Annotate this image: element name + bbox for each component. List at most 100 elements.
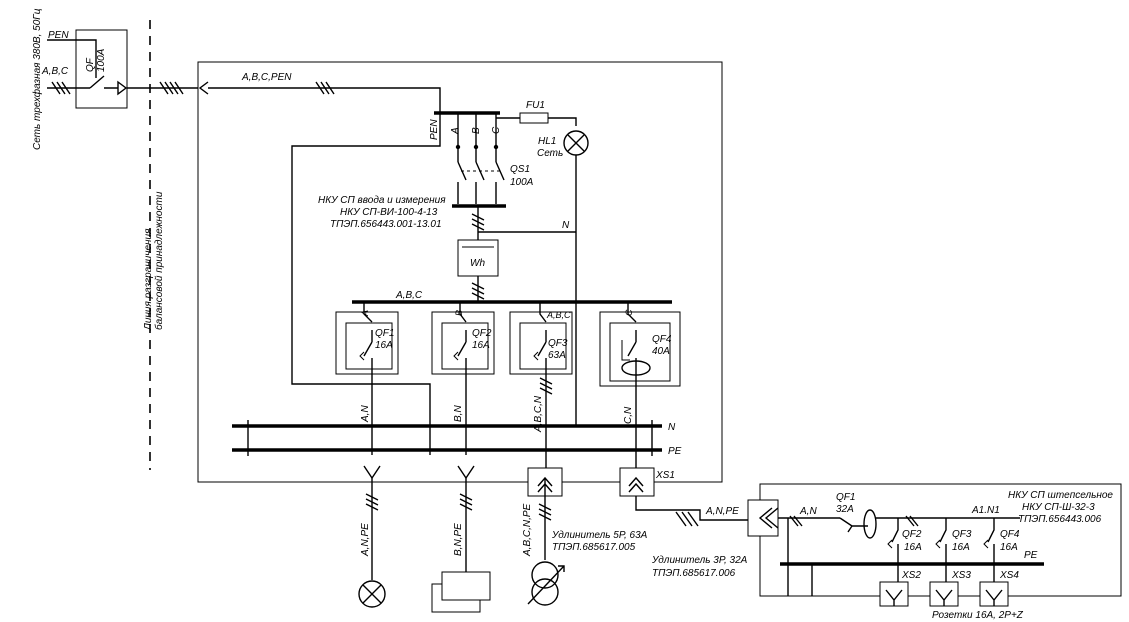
pe-bus-label: PE <box>668 446 682 457</box>
socket-input-connector <box>747 499 779 537</box>
socket-xs3 <box>929 581 959 607</box>
ext5p-line2: ТПЭП.685617.005 <box>552 542 636 553</box>
sock-qf1-label: QF1 <box>836 492 855 503</box>
xs4-label: XS4 <box>999 570 1019 581</box>
qf3-label: QF3 <box>548 338 568 349</box>
qs1-label: QS1 <box>510 164 530 175</box>
sock-qf1-breaker <box>839 509 1020 539</box>
out1-label: A,N <box>360 405 371 423</box>
supply-lines <box>47 39 118 95</box>
fu1-fuse <box>496 112 577 126</box>
qs1-switch <box>455 113 505 204</box>
load2-label: B,N,PE <box>453 523 464 556</box>
pen-bus-label: PEN <box>429 119 440 140</box>
qf4-label: QF4 <box>652 334 672 345</box>
nku-sock-line3: ТПЭП.656443.006 <box>1018 514 1102 525</box>
link-anpe-label: A,N,PE <box>705 506 739 517</box>
abc-label-left: A,B,C <box>41 66 69 77</box>
nku-in-line3: ТПЭП.656443.001-13.01 <box>330 219 442 230</box>
qf-main-enclosure <box>75 29 128 109</box>
connector-xs1 <box>619 467 748 527</box>
out3-label: A,B,C,N <box>533 395 544 433</box>
n-bus-label: N <box>668 422 676 433</box>
sock-qf1-rating: 32A <box>836 504 854 515</box>
sock-qf2 <box>887 518 899 582</box>
qf3-breaker <box>509 302 573 468</box>
xs2-label: XS2 <box>901 570 921 581</box>
qf1-label: QF1 <box>375 328 394 339</box>
out2-label: B,N <box>453 405 464 422</box>
nku-sock-line2: НКУ СП-Ш-32-3 <box>1022 502 1095 513</box>
qf1-rating: 16A <box>375 340 393 351</box>
a1n1-label: A1.N1 <box>971 505 1000 516</box>
hl1-label: HL1 <box>538 136 556 147</box>
sock-qf3 <box>935 518 947 582</box>
boundary-label-2: балансовой принадлежности <box>153 191 165 330</box>
sock-qf4-label: QF4 <box>1000 529 1020 540</box>
nku-sock-line1: НКУ СП штепсельное <box>1008 490 1113 501</box>
ext5p-line1: Удлинитель 5Р, 63А <box>551 530 648 541</box>
transformer-load-icon <box>527 561 565 606</box>
xs3-label: XS3 <box>951 570 971 581</box>
meter-output <box>471 276 485 302</box>
socket-xs4 <box>979 581 1009 607</box>
sock-qf2-label: QF2 <box>902 529 922 540</box>
sock-qf2-rating: 16A <box>904 542 922 553</box>
pen-conductor <box>291 118 441 455</box>
qf2-rating: 16A <box>472 340 490 351</box>
main-enclosure <box>197 61 723 483</box>
sock-qf4 <box>983 518 995 582</box>
connector-xs-5p <box>527 467 563 560</box>
input-cable <box>208 81 441 118</box>
sock-qf3-rating: 16A <box>952 542 970 553</box>
sock-qf4-rating: 16A <box>1000 542 1018 553</box>
qf1-phase: A <box>360 310 370 317</box>
load2-cable <box>457 465 475 572</box>
nku-in-line1: НКУ СП ввода и измерения <box>318 195 446 206</box>
network-supply-label: Сеть трехфазная 380В, 50Гц <box>31 8 43 150</box>
xs1-label: XS1 <box>655 470 675 481</box>
socket-xs2 <box>879 581 909 607</box>
qf1-breaker <box>335 302 399 455</box>
qf3-rating: 63A <box>548 350 566 361</box>
qf-main-label: QF <box>85 57 96 72</box>
socket-pe-label: PE <box>1024 550 1038 561</box>
out4-label: C,N <box>623 406 634 424</box>
sockets-label: Розетки 16А, 2Р+Z <box>932 610 1024 621</box>
hl1-lamp-icon <box>563 130 589 156</box>
qf2-phase: B <box>454 310 464 316</box>
ext3p-line1: Удлинитель 3Р, 32А <box>651 555 748 566</box>
phase-a-label: A <box>450 127 461 135</box>
pen-label-left: PEN <box>48 30 69 41</box>
qf-main-rating: 100A <box>96 48 107 72</box>
feed-abc-pen-label: A,B,C,PEN <box>241 72 292 83</box>
qf4-breaker <box>599 302 681 468</box>
lamp-load-icon <box>358 580 386 608</box>
qf2-breaker <box>431 302 495 455</box>
qf2-label: QF2 <box>472 328 492 339</box>
load1-label: A,N,PE <box>360 523 371 557</box>
ext3p-line2: ТПЭП.685617.006 <box>652 568 736 579</box>
boundary-label-1: Линия разграничения <box>143 228 154 331</box>
qs1-rating: 100A <box>510 177 534 188</box>
sock-qf3-label: QF3 <box>952 529 972 540</box>
link-an-label: A,N <box>799 506 817 517</box>
qf4-rating: 40A <box>652 346 670 357</box>
nku-in-line2: НКУ СП-ВИ-100-4-13 <box>340 207 438 218</box>
meter-feed <box>471 206 576 240</box>
load1-cable <box>363 465 381 580</box>
socket-main-line <box>778 515 840 596</box>
fu1-label: FU1 <box>526 100 545 111</box>
qf-main-switch-symbol <box>89 75 128 96</box>
meter-wh <box>457 239 499 277</box>
distribution-bus-label: A,B,C <box>395 290 423 301</box>
qf3-phase: A,B,C <box>546 310 571 320</box>
n-label-meter: N <box>562 220 570 231</box>
qf4-phase: C <box>624 309 634 316</box>
equipment-load-icon <box>431 571 491 613</box>
hl1-desc: Сеть <box>537 148 563 159</box>
main-feed-line <box>127 81 209 95</box>
load3-label: A,B,C,N,PE <box>522 503 533 557</box>
meter-label: Wh <box>470 258 485 269</box>
